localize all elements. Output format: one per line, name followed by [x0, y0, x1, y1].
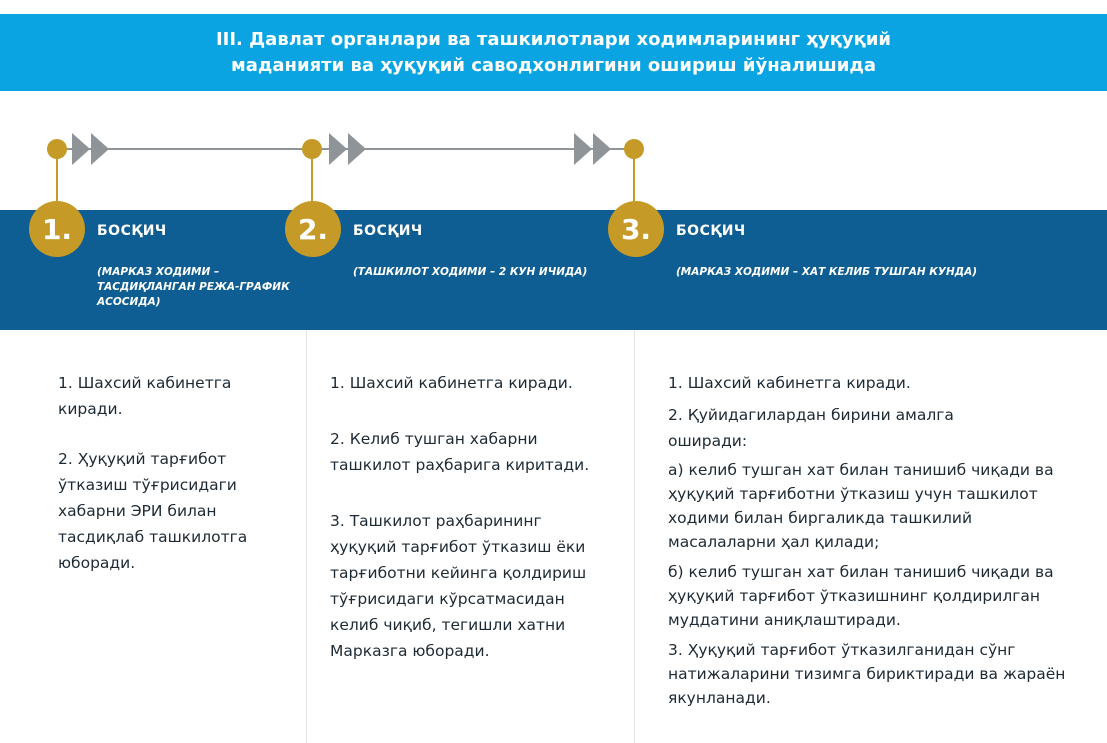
step-3-title: БОСҚИЧ — [676, 223, 746, 239]
timeline — [47, 133, 644, 205]
timeline-node-3 — [624, 139, 644, 159]
step-3-item-2: 2. Қуйидагилардан бирини амалга оширади: — [668, 406, 954, 450]
column-divider — [306, 330, 307, 743]
step-3-number: 3. — [608, 201, 664, 257]
arrow-icon — [72, 133, 90, 165]
steps-band — [0, 210, 1107, 330]
step-3-item-b: б) келиб тушган хат билан танишиб чиқади… — [668, 563, 1054, 629]
step-1-title: БОСҚИЧ — [97, 223, 167, 239]
step-3-item-3: 3. Ҳуқуқий тарғибот ўтказилганидан сўнг … — [668, 641, 1066, 707]
arrow-icon — [91, 133, 109, 165]
step-2-subtitle: (ТАШКИЛОТ ХОДИМИ – 2 КУН ИЧИДА) — [353, 266, 588, 278]
timeline-node-2 — [302, 139, 322, 159]
step-3-subtitle: (МАРКАЗ ХОДИМИ – ХАТ КЕЛИБ ТУШГАН КУНДА) — [676, 266, 978, 278]
step-3-item-1: 1. Шахсий кабинетга киради. — [668, 374, 911, 392]
step-1-item-2: 2. Ҳуқуқий тарғибот ўтказиш тўғрисидаги … — [58, 450, 248, 572]
step-1-subtitle: (МАРКАЗ ХОДИМИ – ТАСДИҚЛАНГАН РЕЖА-ГРАФИ… — [97, 266, 290, 308]
step-2-item-2: 2. Келиб тушган хабарни ташкилот раҳбари… — [330, 430, 590, 474]
page-title: III. Давлат органлари ва ташкилотлари хо… — [215, 28, 892, 76]
column-divider — [634, 330, 635, 743]
step-2-item-1: 1. Шахсий кабинетга киради. — [330, 374, 573, 392]
header-banner: III. Давлат органлари ва ташкилотлари хо… — [0, 14, 1107, 91]
arrow-icon — [348, 133, 366, 165]
step-2-title: БОСҚИЧ — [353, 223, 423, 239]
step-1-number: 1. — [29, 201, 85, 257]
step-3-item-a: а) келиб тушган хат билан танишиб чиқади… — [668, 461, 1054, 551]
step-2-item-3: 3. Ташкилот раҳбарининг ҳуқуқий тарғибот… — [330, 512, 587, 660]
arrow-icon — [593, 133, 611, 165]
arrow-icon — [574, 133, 592, 165]
step-2-number: 2. — [285, 201, 341, 257]
arrow-icon — [329, 133, 347, 165]
timeline-node-1 — [47, 139, 67, 159]
step-1-item-1: 1. Шахсий кабинетга киради. — [58, 374, 232, 418]
